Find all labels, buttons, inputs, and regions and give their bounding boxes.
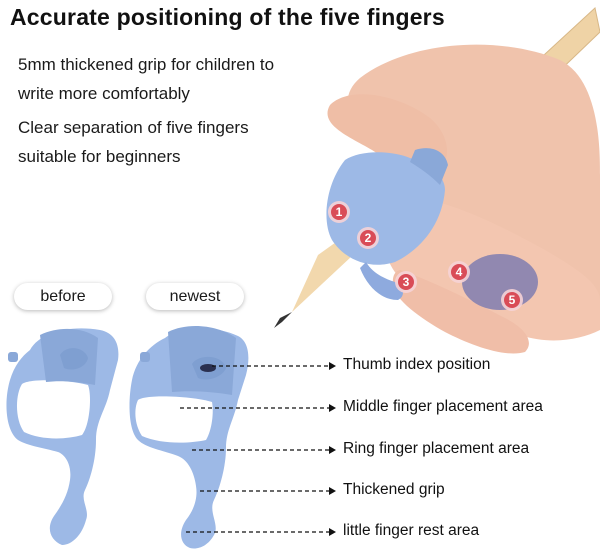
annotation-thickened-grip: Thickened grip: [343, 481, 445, 498]
feature-item: 5mm thickened grip for children to write…: [18, 50, 274, 108]
before-label: before: [14, 283, 112, 310]
feature-list: 5mm thickened grip for children to write…: [18, 50, 274, 176]
feature-text-line: write more comfortably: [18, 84, 190, 103]
grip-before: [6, 328, 119, 545]
finger-marker-1-label: 1: [336, 205, 343, 219]
finger-marker-1: 1: [328, 201, 350, 223]
newest-label: newest: [146, 283, 244, 310]
finger-marker-5: 5: [501, 289, 523, 311]
finger-marker-3-label: 3: [403, 275, 410, 289]
feature-text-line: 5mm thickened grip for children to: [18, 55, 275, 74]
annotation-ring-finger: Ring finger placement area: [343, 440, 530, 457]
grip-newest: [129, 326, 249, 549]
finger-marker-2-label: 2: [365, 231, 372, 245]
annotation-little-finger: little finger rest area: [343, 522, 480, 539]
finger-marker-3: 3: [395, 271, 417, 293]
annotation-middle-finger: Middle finger placement area: [343, 398, 543, 415]
finger-marker-4: 4: [448, 261, 470, 283]
annotation-thumb-index: Thumb index position: [343, 356, 491, 373]
finger-marker-2: 2: [357, 227, 379, 249]
page-title: Accurate positioning of the five fingers: [10, 4, 445, 30]
finger-marker-4-label: 4: [456, 265, 463, 279]
annotation-arrows: [180, 362, 336, 536]
finger-markers: 1 2 3 4 5: [328, 201, 523, 311]
hand-photo: [274, 7, 600, 354]
feature-item: Clear separation of five fingers suitabl…: [18, 113, 274, 171]
feature-text-line: Clear separation of five fingers: [18, 118, 249, 137]
feature-text-line: suitable for beginners: [18, 147, 181, 166]
finger-marker-5-label: 5: [509, 293, 516, 307]
